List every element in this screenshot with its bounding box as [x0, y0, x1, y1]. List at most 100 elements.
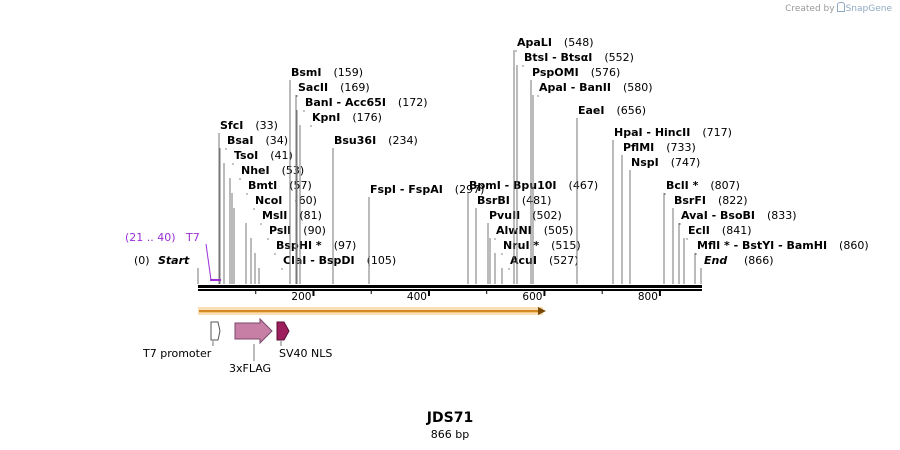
site-name: ApaLI — [517, 36, 552, 49]
site-position: (656) — [617, 104, 647, 117]
site-name: NheI — [241, 164, 270, 177]
site-position: (515) — [551, 239, 581, 252]
site-position: (747) — [671, 156, 701, 169]
snapgene-logo-icon — [836, 2, 845, 12]
site-name: BmtI — [248, 179, 277, 192]
site-position: (717) — [702, 126, 732, 139]
site-name: BspHI * — [276, 239, 322, 252]
site-name: PslI — [269, 224, 291, 237]
primer-name: T7 — [185, 231, 200, 244]
site-label: BclI * (807) — [666, 179, 740, 192]
site-label: NruI * (515) — [503, 239, 581, 252]
end-position: (866) — [744, 254, 774, 267]
site-name: NcoI — [255, 194, 282, 207]
site-label: SfcI (33) — [220, 119, 278, 132]
site-label: BsrBI(481) — [477, 194, 551, 207]
feature-label-3xflag: 3xFLAG — [229, 362, 271, 375]
plasmid-size: 866 bp — [430, 428, 470, 441]
site-position: (33) — [255, 119, 278, 132]
site-position: (53) — [282, 164, 305, 177]
site-position: (822) — [718, 194, 748, 207]
site-name: EclI — [688, 224, 710, 237]
site-name: BsrFI — [674, 194, 706, 207]
site-name: BtsI - BtsαI — [524, 51, 592, 64]
site-label: PflMI(733) — [623, 141, 696, 154]
site-position: (548) — [564, 36, 594, 49]
site-position: (807) — [710, 179, 740, 192]
site-position: (34) — [265, 134, 288, 147]
site-label: TsoI(41) — [234, 149, 293, 162]
site-name: BanI - Acc65I — [305, 96, 386, 109]
site-label: EaeI (656) — [578, 104, 646, 117]
site-name: KpnI — [312, 111, 340, 124]
site-position: (105) — [367, 254, 397, 267]
site-label: ApaI - BanII(580) — [539, 81, 653, 94]
site-name: BclI * — [666, 179, 699, 192]
site-position: (60) — [294, 194, 317, 207]
dna-strand-bottom — [198, 289, 702, 291]
site-label: AcuI(527) — [510, 254, 579, 267]
site-position: (505) — [544, 224, 574, 237]
site-name: BpmI - Bpu10I — [469, 179, 557, 192]
site-label: ClaI - BspDI(105) — [283, 254, 396, 267]
dna-strand-top — [198, 285, 702, 288]
site-name: Bsu36I — [334, 134, 376, 147]
site-label: KpnI (176) — [312, 111, 382, 124]
primer-leader — [205, 243, 212, 281]
site-label: BpmI - Bpu10I (467) — [469, 179, 598, 192]
site-position: (176) — [352, 111, 382, 124]
ruler-label: 600 — [522, 291, 542, 303]
site-label: BtsI - BtsαI (552) — [524, 51, 634, 64]
site-position: (159) — [334, 66, 364, 79]
site-position: (172) — [398, 96, 428, 109]
site-position: (527) — [549, 254, 579, 267]
feature-3xflag — [234, 317, 273, 345]
orf-arrowhead — [538, 307, 546, 315]
plasmid-name: JDS71 — [426, 410, 474, 426]
site-position: (833) — [767, 209, 797, 222]
site-label: ApaLI (548) — [517, 36, 594, 49]
site-position: (81) — [299, 209, 322, 222]
site-position: (467) — [569, 179, 599, 192]
site-label: AlwNI(505) — [496, 224, 573, 237]
site-label: MflI * - BstYI - BamHI(860) — [697, 239, 869, 252]
site-label: BsmI(159) — [291, 66, 363, 79]
ruler-label: 400 — [407, 291, 427, 303]
primer-range: (21 .. 40) — [125, 231, 176, 244]
site-position: (841) — [722, 224, 752, 237]
site-label: SacII(169) — [298, 81, 370, 94]
site-label: PvuII(502) — [489, 209, 562, 222]
site-label: BsrFI (822) — [674, 194, 748, 207]
site-label: HpaI - HincII (717) — [614, 126, 732, 139]
site-name: BsaI — [227, 134, 253, 147]
site-name: BsrBI — [477, 194, 510, 207]
site-position: (552) — [604, 51, 634, 64]
site-label: EclI (841) — [688, 224, 752, 237]
site-name: NspI — [631, 156, 659, 169]
site-name: PspOMI — [532, 66, 579, 79]
site-name: ApaI - BanII — [539, 81, 611, 94]
site-name: SfcI — [220, 119, 243, 132]
site-label: PspOMI (576) — [532, 66, 620, 79]
site-position: (576) — [591, 66, 621, 79]
site-label: BsaI (34) — [227, 134, 288, 147]
site-position: (502) — [532, 209, 562, 222]
site-position: (297) — [455, 183, 485, 196]
site-label: BanI - Acc65I (172) — [305, 96, 428, 109]
site-name: NruI * — [503, 239, 539, 252]
feature-t7-promoter — [210, 321, 221, 341]
feature-label-t7-promoter: T7 promoter — [142, 347, 212, 360]
site-position: (41) — [270, 149, 293, 162]
start-label: Start — [158, 254, 190, 267]
site-label: AvaI - BsoBI(833) — [681, 209, 797, 222]
site-label: BmtI(57) — [248, 179, 312, 192]
site-name: EaeI — [578, 104, 605, 117]
brand-name: SnapGene — [845, 4, 892, 14]
site-label: NheI (53) — [241, 164, 304, 177]
site-label: NspI (747) — [631, 156, 700, 169]
site-name: HpaI - HincII — [614, 126, 690, 139]
site-name: MflI * - BstYI - BamHI — [697, 239, 827, 252]
site-name: PflMI — [623, 141, 654, 154]
